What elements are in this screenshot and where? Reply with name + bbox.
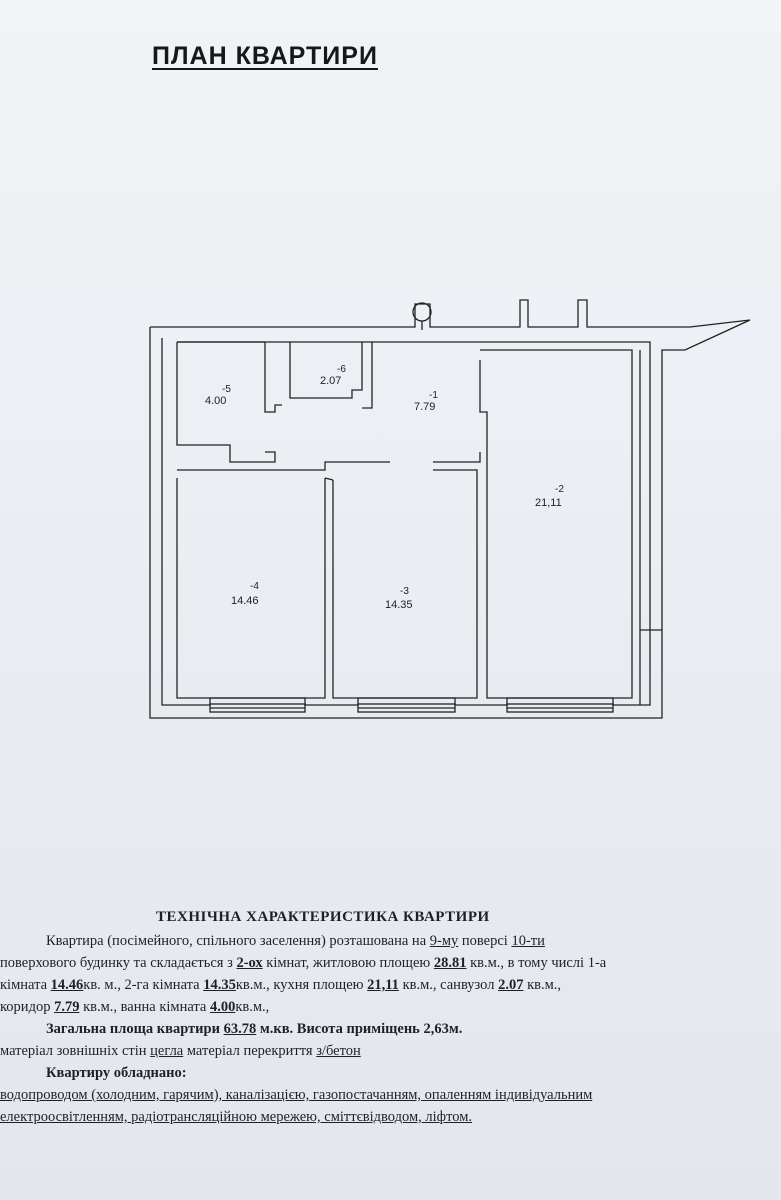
tech-line-9: електроосвітленням, радіотрансляційною м… [0, 1109, 473, 1125]
wall-corridor-right [433, 452, 481, 463]
room-2-area: 21,11 [535, 497, 562, 509]
room-5-label: -5 [222, 384, 231, 395]
room-2-label: -2 [555, 484, 564, 495]
tech-line-4: коридор 7.79 кв.м., ванна кімната 4.00кв… [0, 999, 270, 1015]
tech-line-7: Квартиру обладнано: [46, 1065, 187, 1081]
tech-line-5: Загальна площа квартири 63.78 м.кв. Висо… [46, 1021, 463, 1037]
wall-joint [324, 477, 334, 481]
walls-material-value: цегла [150, 1043, 184, 1059]
wall-room-5-bottom [176, 342, 276, 463]
room-3-area: 14.35 [385, 599, 413, 611]
lift-value: ліфтом. [425, 1109, 473, 1125]
wall-room-2 [479, 349, 633, 699]
tech-line-1: Квартира (посімейного, спільного заселен… [46, 933, 545, 949]
floor-plan: -5 4.00 -6 2.07 -1 7.79 -2 21,11 -4 14.4… [149, 299, 751, 719]
wall-room-6-right [362, 342, 373, 409]
room-6-area: 2.07 [320, 375, 341, 387]
tech-line-6: матеріал зовнішніх стін цегла матеріал п… [0, 1043, 361, 1059]
tech-line-8: водопроводом (холодним, гарячим), каналі… [0, 1087, 593, 1103]
wall-room-5 [177, 341, 282, 413]
room-4-label: -4 [250, 581, 259, 592]
outer-wall-inner [161, 338, 651, 706]
room-3-label: -3 [400, 586, 409, 597]
room-6-label: -6 [337, 364, 346, 375]
page-title: ПЛАН КВАРТИРИ [152, 42, 378, 70]
floor-value: 9-му [429, 933, 459, 949]
rooms-count-value: 2-ох [236, 955, 263, 971]
ceiling-material-value: з/бетон [316, 1043, 361, 1059]
bath-area-value: 4.00 [209, 999, 236, 1015]
tech-line-2: поверхового будинку та складається з 2-о… [0, 955, 607, 971]
living-area-value: 28.81 [433, 955, 467, 971]
wall-room-6 [289, 342, 363, 399]
total-area-value: 63.78 [223, 1021, 257, 1037]
wc-area-value: 2.07 [498, 977, 524, 993]
room-5-area: 4.00 [205, 395, 226, 407]
floors-total-value: 10-ти [511, 933, 545, 949]
room-1-area: 7.79 [414, 401, 435, 413]
wall-corridor-left [177, 461, 390, 471]
room-4-area: 14.46 [231, 595, 259, 607]
riser-pipe [412, 302, 432, 322]
room1-area-value: 14.46 [50, 977, 84, 993]
kitchen-area-value: 21,11 [367, 977, 399, 993]
wall-room-3 [332, 469, 478, 699]
corridor-area-value: 7.79 [54, 999, 80, 1015]
room-1-label: -1 [429, 390, 438, 401]
wall-room-4 [176, 478, 326, 699]
room2-area-value: 14.35 [203, 977, 236, 993]
outer-wall [149, 299, 751, 719]
tech-line-3: кімната 14.46кв. м., 2-га кімната 14.35к… [0, 977, 562, 993]
tech-heading: ТЕХНІЧНА ХАРАКТЕРИСТИКА КВАРТИРИ [156, 909, 490, 925]
